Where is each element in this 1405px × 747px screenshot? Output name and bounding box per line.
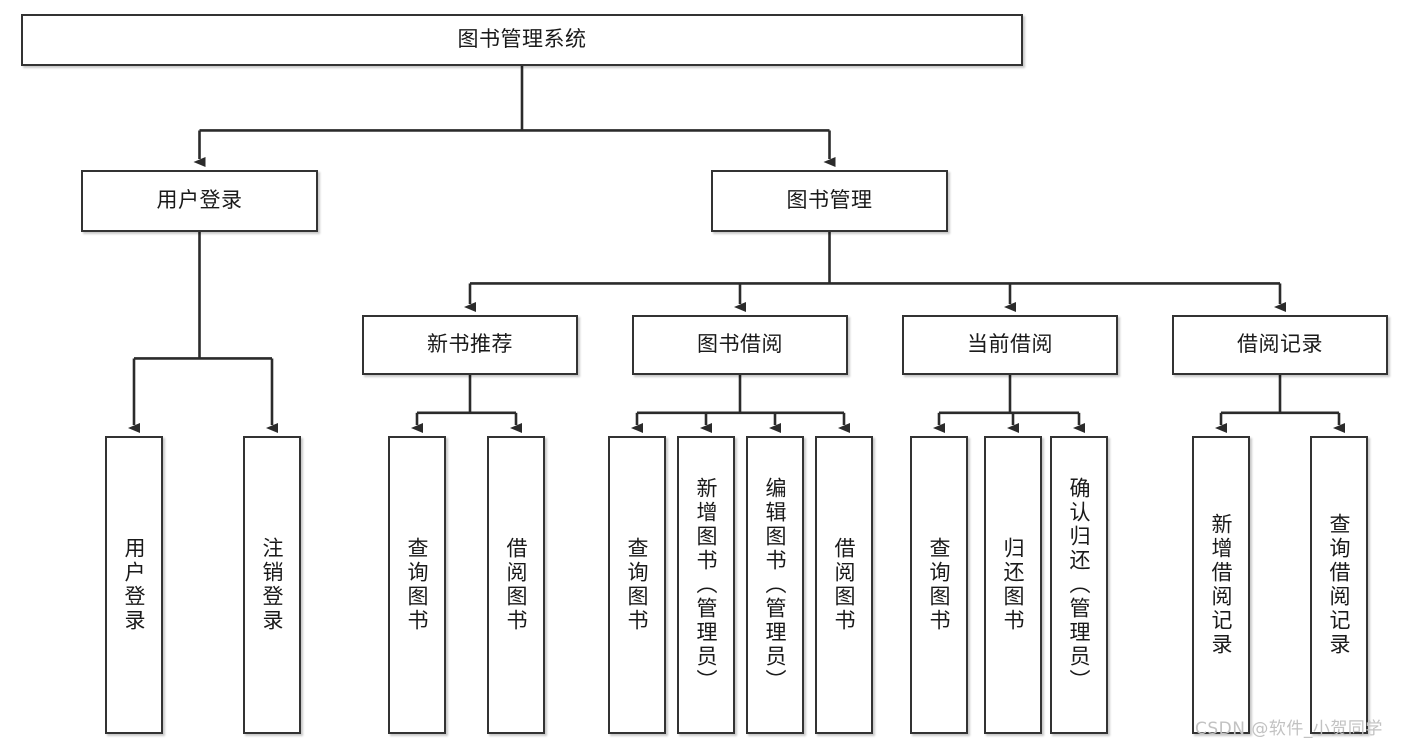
node-leaf-borrow-book[interactable]: 借阅图书 bbox=[815, 436, 873, 734]
node-leaf-add-book[interactable]: 新增图书（管理员） bbox=[677, 436, 735, 734]
node-leaf-borrow-book-rec[interactable]: 借阅图书 bbox=[487, 436, 545, 734]
node-label-leaf-return-book: 归还图书 bbox=[1001, 537, 1026, 633]
node-label-leaf-borrow-book: 借阅图书 bbox=[832, 537, 857, 633]
node-leaf-user-login[interactable]: 用户登录 bbox=[105, 436, 163, 734]
node-leaf-query-record[interactable]: 查询借阅记录 bbox=[1310, 436, 1368, 734]
node-leaf-query-book-current[interactable]: 查询图书 bbox=[910, 436, 968, 734]
node-leaf-query-book-rec[interactable]: 查询图书 bbox=[388, 436, 446, 734]
node-leaf-query-book-borrow[interactable]: 查询图书 bbox=[608, 436, 666, 734]
node-leaf-user-logout[interactable]: 注销登录 bbox=[243, 436, 301, 734]
node-label-leaf-query-book-current: 查询图书 bbox=[927, 537, 952, 633]
node-label-root: 图书管理系统 bbox=[457, 27, 587, 52]
node-book-manage[interactable]: 图书管理 bbox=[711, 170, 948, 232]
node-label-new-book-rec: 新书推荐 bbox=[427, 332, 513, 357]
node-label-borrow-record: 借阅记录 bbox=[1237, 332, 1323, 357]
node-leaf-add-record[interactable]: 新增借阅记录 bbox=[1192, 436, 1250, 734]
node-borrow-record[interactable]: 借阅记录 bbox=[1172, 315, 1388, 375]
node-label-book-manage: 图书管理 bbox=[786, 188, 873, 213]
node-label-leaf-user-logout: 注销登录 bbox=[260, 537, 285, 633]
node-label-leaf-edit-book: 编辑图书（管理员） bbox=[763, 477, 788, 693]
node-leaf-edit-book[interactable]: 编辑图书（管理员） bbox=[746, 436, 804, 734]
node-leaf-return-book[interactable]: 归还图书 bbox=[984, 436, 1042, 734]
node-new-book-rec[interactable]: 新书推荐 bbox=[362, 315, 578, 375]
node-user-login[interactable]: 用户登录 bbox=[81, 170, 318, 232]
node-label-book-borrow: 图书借阅 bbox=[697, 332, 783, 357]
node-label-leaf-borrow-book-rec: 借阅图书 bbox=[504, 537, 529, 633]
node-label-leaf-confirm-return: 确认归还（管理员） bbox=[1067, 477, 1092, 693]
node-label-leaf-user-login: 用户登录 bbox=[122, 537, 147, 633]
node-current-borrow[interactable]: 当前借阅 bbox=[902, 315, 1118, 375]
node-label-user-login: 用户登录 bbox=[156, 188, 243, 213]
node-leaf-confirm-return[interactable]: 确认归还（管理员） bbox=[1050, 436, 1108, 734]
node-label-leaf-query-book-borrow: 查询图书 bbox=[625, 537, 650, 633]
node-label-leaf-query-record: 查询借阅记录 bbox=[1327, 513, 1352, 657]
node-label-leaf-add-record: 新增借阅记录 bbox=[1209, 513, 1234, 657]
csdn-watermark: CSDN @软件_小贺同学 bbox=[1195, 719, 1383, 739]
node-book-borrow[interactable]: 图书借阅 bbox=[632, 315, 848, 375]
node-label-leaf-query-book-rec: 查询图书 bbox=[405, 537, 430, 633]
node-label-current-borrow: 当前借阅 bbox=[967, 332, 1053, 357]
node-label-leaf-add-book: 新增图书（管理员） bbox=[694, 477, 719, 693]
node-root[interactable]: 图书管理系统 bbox=[21, 14, 1023, 66]
